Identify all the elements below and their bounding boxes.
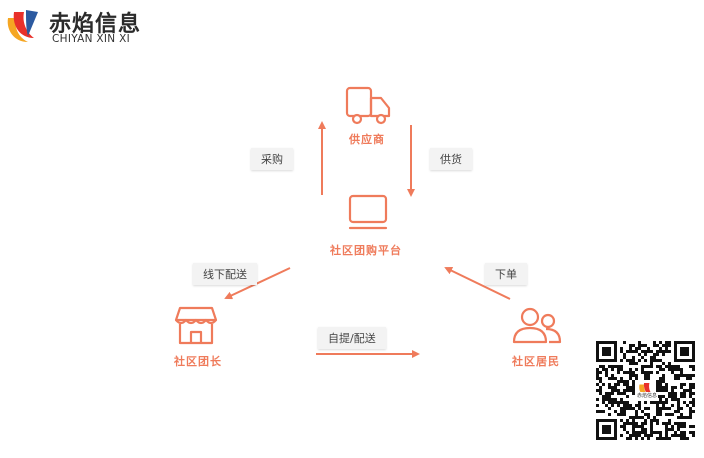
qr-caption: 赤焰信息 bbox=[636, 392, 659, 399]
edge-supply-label: 供货 bbox=[430, 148, 472, 170]
edge-pickup-delivery-label: 自提/配送 bbox=[318, 327, 386, 349]
monitor-icon bbox=[348, 194, 388, 230]
logo-name-en: CHIYAN XIN XI bbox=[52, 33, 130, 45]
edge-purchase-label: 采购 bbox=[251, 148, 293, 170]
qr-code bbox=[596, 341, 695, 440]
arrow-offline-delivery bbox=[224, 267, 291, 300]
store-icon bbox=[174, 306, 218, 345]
node-supplier-label: 供应商 bbox=[349, 133, 385, 146]
node-leader-label: 社区团长 bbox=[174, 355, 222, 368]
logo-name-cn: 赤焰信息 bbox=[49, 12, 142, 37]
logo-mark bbox=[7, 10, 38, 42]
people-icon bbox=[512, 307, 562, 344]
node-resident-label: 社区居民 bbox=[512, 355, 560, 368]
edge-offline-delivery-label: 线下配送 bbox=[193, 263, 257, 285]
node-platform-label: 社区团购平台 bbox=[330, 244, 402, 257]
edge-order-label: 下单 bbox=[485, 263, 527, 285]
truck-icon bbox=[345, 86, 391, 125]
arrow-order bbox=[444, 267, 511, 300]
